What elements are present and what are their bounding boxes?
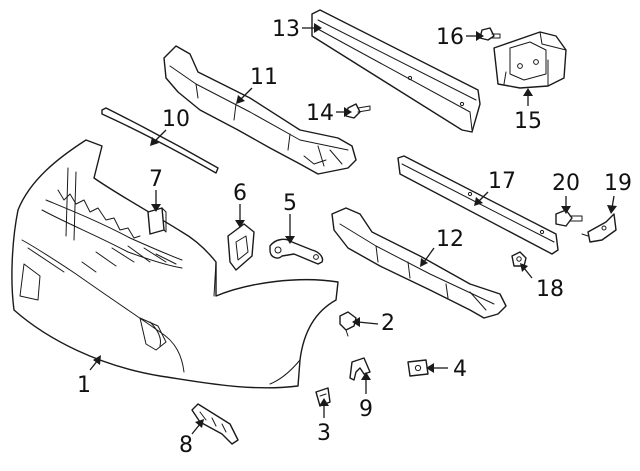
callout-15: 15 [514,109,542,134]
callout-14: 14 [306,101,334,126]
part-3-clip [315,387,331,407]
part-16-bolt [479,27,501,41]
callout-16: 16 [436,25,464,50]
part-9-clip [349,357,371,381]
part-20-bolt [555,209,583,227]
callout-4: 4 [453,357,467,382]
leader-lines [89,23,617,435]
part-6-side-bracket [227,223,255,271]
callout-17: 17 [488,169,516,194]
callout-19: 19 [604,171,632,196]
callout-7: 7 [149,167,163,192]
part-15-mount-bracket [493,31,567,89]
callout-2: 2 [381,311,395,336]
part-4-nut-plate [407,359,429,377]
part-5-stay [269,238,324,265]
callout-5: 5 [283,191,297,216]
callout-9: 9 [359,397,373,422]
callout-8: 8 [179,433,193,458]
part-8-lower-bracket [191,403,239,445]
callout-6: 6 [233,181,247,206]
part-19-corner-bracket [581,213,617,243]
part-12-lower-absorber [331,207,507,319]
part-11-upper-absorber [163,45,357,175]
callout-12: 12 [436,227,464,252]
callout-1: 1 [77,373,91,398]
callout-3: 3 [317,421,331,446]
part-7-retainer-block [147,207,167,235]
part-10-molding-strip [101,107,219,174]
callout-11: 11 [250,65,278,90]
callout-20: 20 [552,171,580,196]
part-1-bumper-cover [11,139,339,389]
callout-labels: 1 2 3 4 5 6 7 8 9 10 11 12 13 14 15 16 1… [77,17,632,458]
part-18-nut [511,251,527,267]
callout-18: 18 [536,277,564,302]
part-2-clip [339,311,357,337]
part-17-lower-reinforcement [397,155,559,255]
callout-13: 13 [272,17,300,42]
callout-10: 10 [162,107,190,132]
part-13-reinforcement-bar [311,9,481,133]
